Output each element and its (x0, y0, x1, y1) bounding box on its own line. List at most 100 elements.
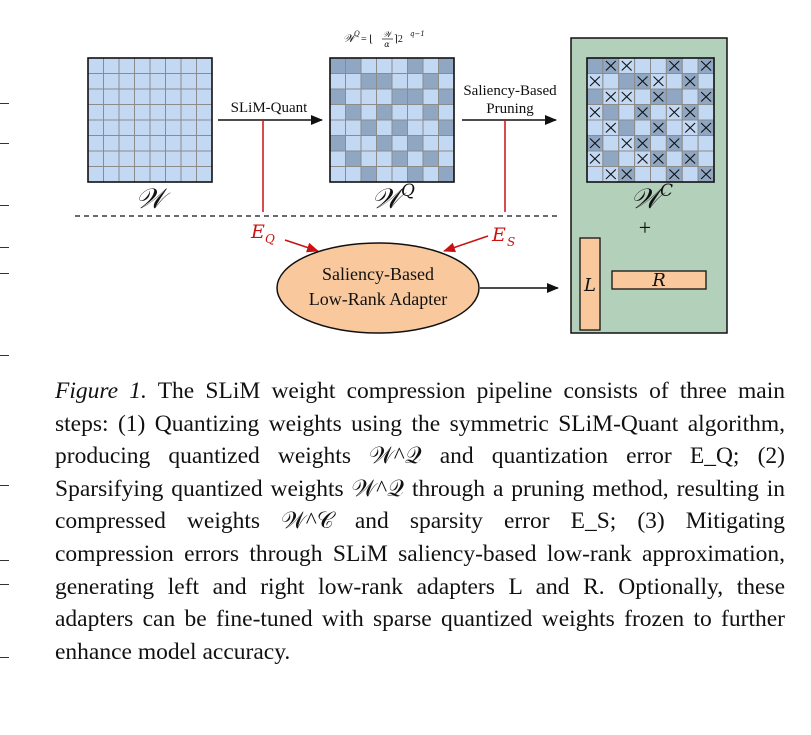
matrix-cell (438, 166, 455, 183)
matrix-cell (407, 166, 424, 183)
matrix-cell (180, 88, 197, 105)
matrix-cell (602, 135, 620, 152)
matrix-cell (407, 135, 424, 152)
formula-eq: = ⌊ (361, 34, 373, 45)
formula-den: α (384, 40, 390, 49)
pruned-mark (621, 138, 633, 149)
adapter-r-label: R (651, 270, 666, 291)
matrix-cell (149, 73, 166, 90)
matrix-cell (103, 135, 120, 152)
matrix-cell (634, 57, 651, 74)
adapter-label-line1: Saliency-Based (322, 264, 434, 284)
matrix-cell (345, 73, 362, 90)
matrix-cell (345, 104, 362, 121)
pruned-mark (684, 76, 696, 87)
matrix-cell (196, 135, 213, 152)
matrix-cell (345, 57, 362, 74)
matrix-cell (87, 104, 104, 121)
pruned-mark (700, 91, 712, 102)
matrix-cell (165, 135, 182, 152)
matrix-cell (376, 135, 393, 152)
matrix-cell (438, 57, 455, 74)
pruned-mark (700, 60, 712, 71)
matrix-cell (650, 166, 667, 183)
matrix-cell (586, 57, 604, 74)
pruning-label-line1: Saliency-Based (463, 83, 557, 99)
matrix-cell (149, 104, 166, 121)
matrix-wq-superscript: Q (401, 181, 415, 201)
matrix-cell (118, 150, 135, 167)
formula-lhs-sup: Q (354, 30, 360, 38)
pruned-mark (700, 169, 712, 180)
matrix-cell (345, 135, 362, 152)
matrix-cell (422, 119, 439, 136)
matrix-cell (329, 119, 346, 136)
pruned-mark (684, 122, 696, 133)
matrix-cell (586, 166, 604, 183)
matrix-cell (196, 166, 213, 183)
matrix-cell (196, 104, 213, 121)
pruned-mark (621, 91, 633, 102)
matrix-cell (360, 150, 377, 167)
margin-tick (0, 143, 9, 144)
matrix-cell (697, 104, 715, 121)
pruned-mark (621, 169, 633, 180)
matrix-cell (665, 119, 683, 136)
matrix-cell (180, 119, 197, 136)
matrix-cell (391, 150, 408, 167)
pruned-mark (589, 107, 601, 118)
matrix-cell (87, 166, 104, 183)
figure-caption: Figure 1. The SLiM weight compression pi… (55, 375, 785, 668)
matrix-cell (586, 119, 604, 136)
matrix-cell (345, 166, 362, 183)
matrix-cell (329, 73, 346, 90)
matrix-cell (103, 104, 120, 121)
matrix-cell (360, 119, 377, 136)
matrix-cell (422, 104, 439, 121)
matrix-cell (196, 119, 213, 136)
matrix-cell (329, 166, 346, 183)
pruned-mark (700, 122, 712, 133)
pruned-mark (589, 76, 601, 87)
matrix-cell (602, 104, 620, 121)
matrix-cell (196, 57, 213, 74)
matrix-cell (103, 166, 120, 183)
matrix-cell (329, 135, 346, 152)
es-error-arrow (443, 235, 489, 253)
matrix-cell (180, 73, 197, 90)
pruned-mark (589, 138, 601, 149)
matrix-cell (87, 57, 104, 74)
matrix-cell (438, 73, 455, 90)
pruned-mark (589, 153, 601, 164)
weight-matrix-wq (329, 57, 455, 183)
pruned-mark (605, 169, 617, 180)
matrix-cell (196, 150, 213, 167)
pruned-mark (605, 122, 617, 133)
matrix-cell (697, 150, 715, 167)
matrix-cell (681, 57, 699, 74)
matrix-cell (103, 88, 120, 105)
matrix-cell (196, 88, 213, 105)
matrix-cell (634, 88, 651, 105)
matrix-cell (407, 88, 424, 105)
matrix-cell (134, 57, 151, 74)
matrix-cell (407, 57, 424, 74)
pruned-mark (605, 91, 617, 102)
pruned-mark (653, 122, 664, 133)
matrix-cell (681, 135, 699, 152)
matrix-cell (697, 135, 715, 152)
margin-tick (0, 205, 9, 206)
eq-error-label: E (250, 221, 265, 243)
matrix-cell (376, 73, 393, 90)
matrix-cell (134, 135, 151, 152)
pruned-mark (668, 169, 680, 180)
matrix-cell (376, 166, 393, 183)
pruned-mark (684, 153, 696, 164)
matrix-cell (650, 104, 667, 121)
caption-text: The SLiM weight compression pipeline con… (55, 378, 786, 665)
matrix-cell (345, 88, 362, 105)
quant-arrow-label: SLiM-Quant (231, 100, 308, 116)
matrix-cell (87, 135, 104, 152)
matrix-cell (376, 57, 393, 74)
matrix-border (329, 57, 455, 183)
